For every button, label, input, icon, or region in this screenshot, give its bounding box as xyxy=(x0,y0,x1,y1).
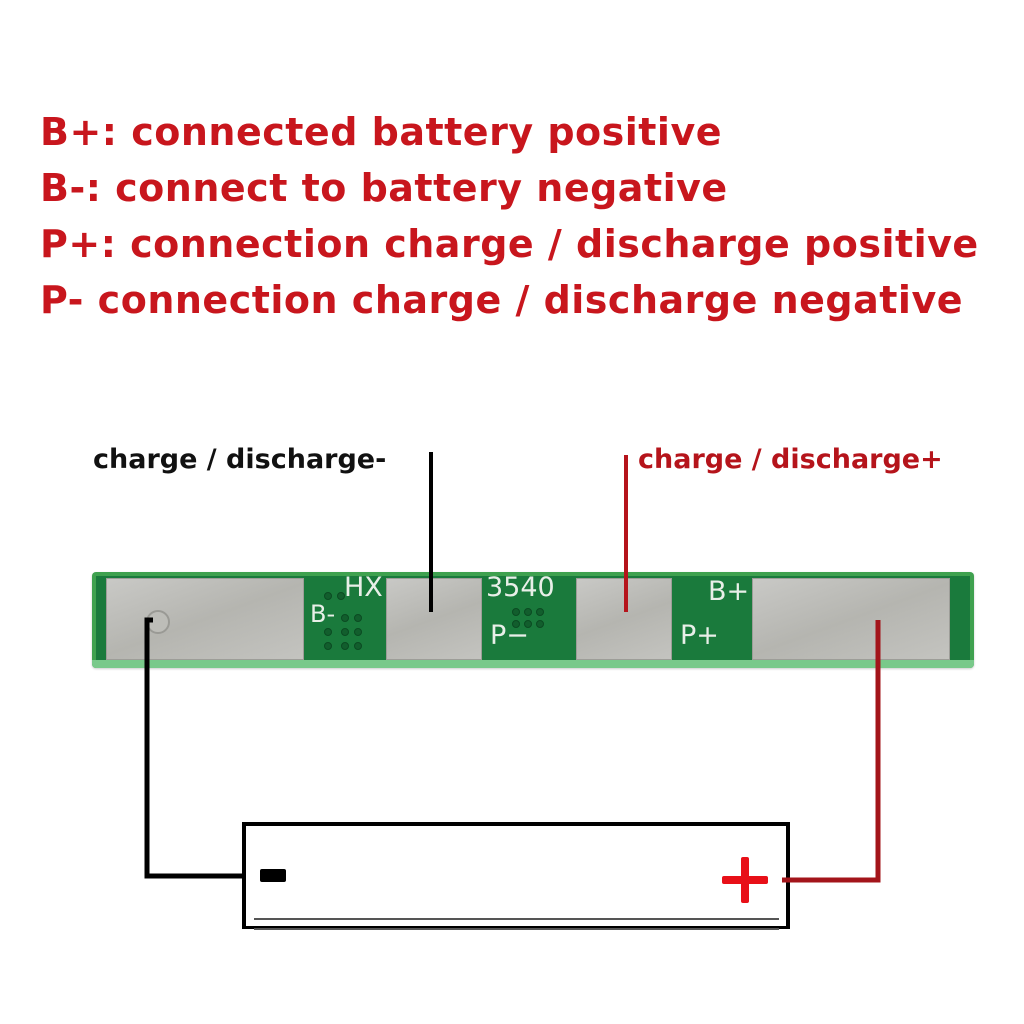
pcb-body: HX B- 3540 P− B+ P+ xyxy=(96,572,970,660)
legend-line-b-plus: B+: connected battery positive xyxy=(40,110,723,154)
charge-discharge-negative-label: charge / discharge- xyxy=(93,444,387,475)
solder-point-b-minus xyxy=(146,610,170,634)
via xyxy=(524,620,532,628)
via xyxy=(341,614,349,622)
protection-pcb: HX B- 3540 P− B+ P+ xyxy=(92,572,974,668)
silk-b-minus: B- xyxy=(310,600,336,628)
pcb-edge xyxy=(92,660,974,668)
battery-positive-icon xyxy=(722,857,768,903)
legend-line-p-plus: P+: connection charge / discharge positi… xyxy=(40,222,979,266)
silk-hx: HX xyxy=(344,572,383,603)
battery-bottom-stripes xyxy=(254,918,779,930)
p-minus-pad xyxy=(386,578,482,660)
silk-b-plus: B+ xyxy=(708,576,750,607)
via xyxy=(341,628,349,636)
p-plus-pad xyxy=(576,578,672,660)
via xyxy=(354,628,362,636)
battery-cell xyxy=(242,822,790,929)
via xyxy=(324,642,332,650)
via xyxy=(512,608,520,616)
via xyxy=(512,620,520,628)
legend-line-b-minus: B-: connect to battery negative xyxy=(40,166,728,210)
silk-p-plus: P+ xyxy=(680,620,719,651)
via xyxy=(324,628,332,636)
via xyxy=(536,620,544,628)
via xyxy=(536,608,544,616)
via xyxy=(341,642,349,650)
b-plus-pad xyxy=(752,578,950,660)
via xyxy=(324,592,332,600)
battery-negative-icon xyxy=(260,869,286,882)
via xyxy=(524,608,532,616)
charge-discharge-positive-label: charge / discharge+ xyxy=(638,444,943,475)
via xyxy=(337,592,345,600)
silk-model-number: 3540 xyxy=(486,572,555,603)
terminal-legend: B+: connected battery positive B-: conne… xyxy=(40,104,979,328)
via xyxy=(354,642,362,650)
legend-line-p-minus: P- connection charge / discharge negativ… xyxy=(40,278,963,322)
via xyxy=(354,614,362,622)
b-minus-pad xyxy=(106,578,304,660)
silk-p-minus: P− xyxy=(490,620,529,651)
